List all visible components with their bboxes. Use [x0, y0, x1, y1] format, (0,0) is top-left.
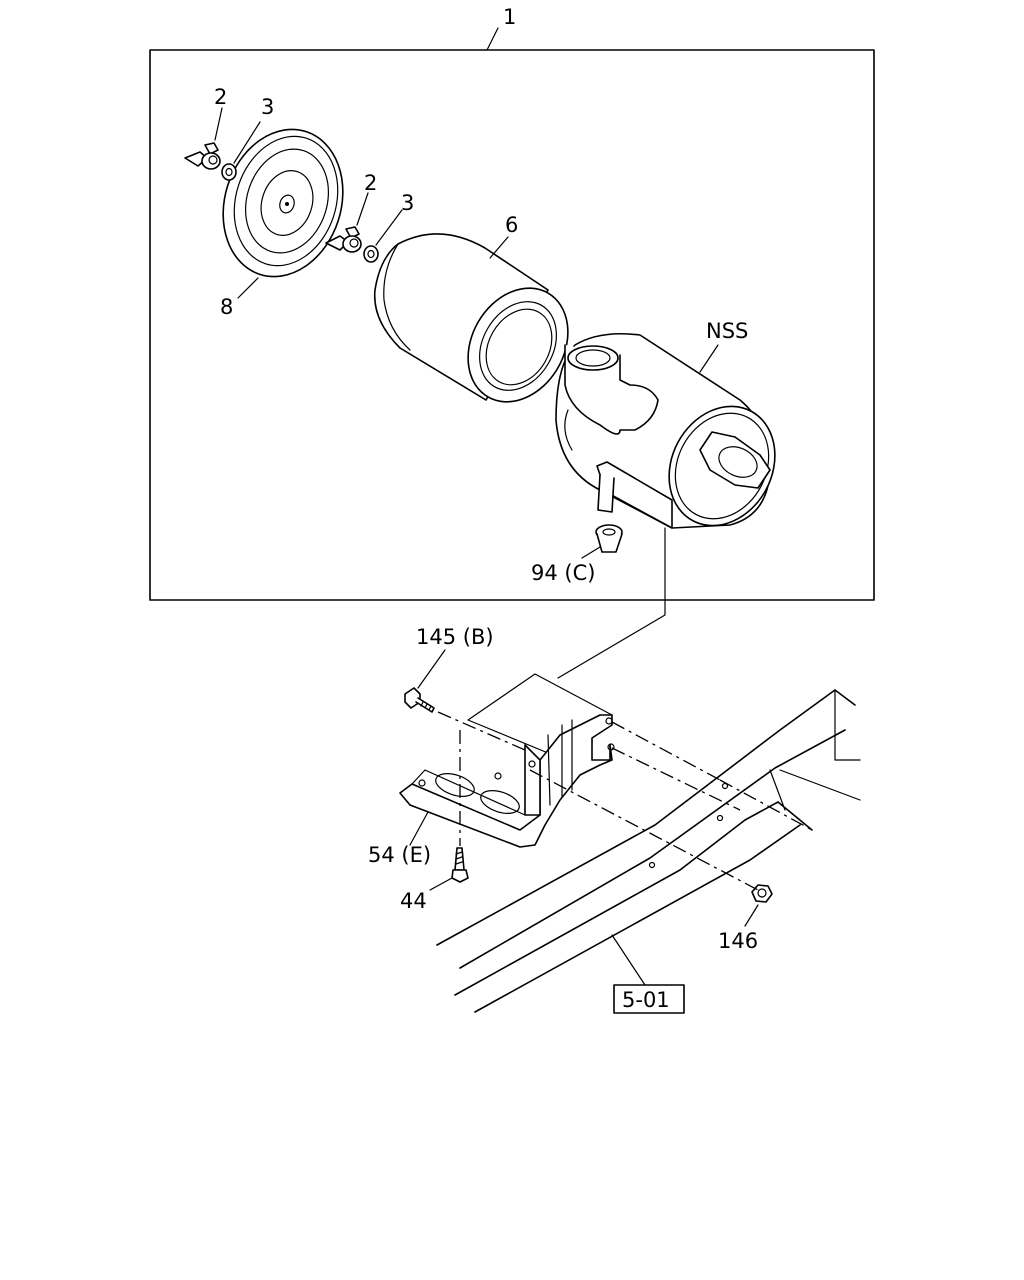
- wing-bolt-a: [184, 142, 221, 170]
- leader-body: [699, 344, 719, 373]
- assembly-connector: [557, 527, 666, 679]
- leader-washer-a: [233, 121, 261, 164]
- callout-cover: 8: [220, 295, 233, 319]
- leader-frame: [611, 934, 646, 986]
- leader-element: [489, 236, 509, 259]
- nut: [751, 884, 773, 903]
- callout-bracket-bolt: 145 (B): [416, 625, 494, 649]
- leader-bracket-bolt: [417, 649, 446, 689]
- callout-element: 6: [505, 213, 518, 237]
- leader-nut: [744, 904, 759, 927]
- callout-lower-bolt: 44: [400, 889, 427, 913]
- assembly-box: [149, 49, 875, 601]
- callout-wing-bolt-a: 2: [214, 85, 227, 109]
- wing-bolt-b: [325, 226, 362, 253]
- unloader-valve: [595, 524, 623, 553]
- callout-washer-b: 3: [401, 191, 414, 215]
- washer-b: [363, 245, 379, 263]
- leader-bracket: [409, 811, 429, 846]
- callout-assembly: 1: [503, 5, 516, 29]
- leader-valve: [581, 546, 601, 559]
- callout-bracket: 54 (E): [368, 843, 431, 867]
- leader-wing-bolt-b: [356, 192, 369, 226]
- callout-valve: 94 (C): [531, 561, 595, 585]
- leader-wing-bolt-a: [214, 107, 223, 141]
- air-cleaner-body: [555, 332, 776, 529]
- washer-a: [221, 163, 237, 181]
- air-cleaner-element: [373, 233, 569, 403]
- callout-nut: 146: [718, 929, 758, 953]
- leader-assembly: [486, 27, 499, 51]
- callout-body: NSS: [706, 319, 748, 343]
- leader-cover: [237, 277, 259, 299]
- frame-ref-box: [613, 984, 685, 1014]
- callout-wing-bolt-b: 2: [364, 171, 377, 195]
- frame-rail: [436, 689, 861, 1013]
- bracket-bolt: [404, 687, 435, 713]
- callout-frame-ref: 5-01: [622, 988, 670, 1012]
- callout-washer-a: 3: [261, 95, 274, 119]
- lower-bolt: [451, 847, 469, 883]
- mounting-bracket: [399, 673, 615, 848]
- leader-lower-bolt: [429, 877, 453, 891]
- air-cleaner-cover: [222, 128, 344, 278]
- alignment-centerlines: [437, 711, 813, 891]
- leader-washer-b: [375, 209, 403, 246]
